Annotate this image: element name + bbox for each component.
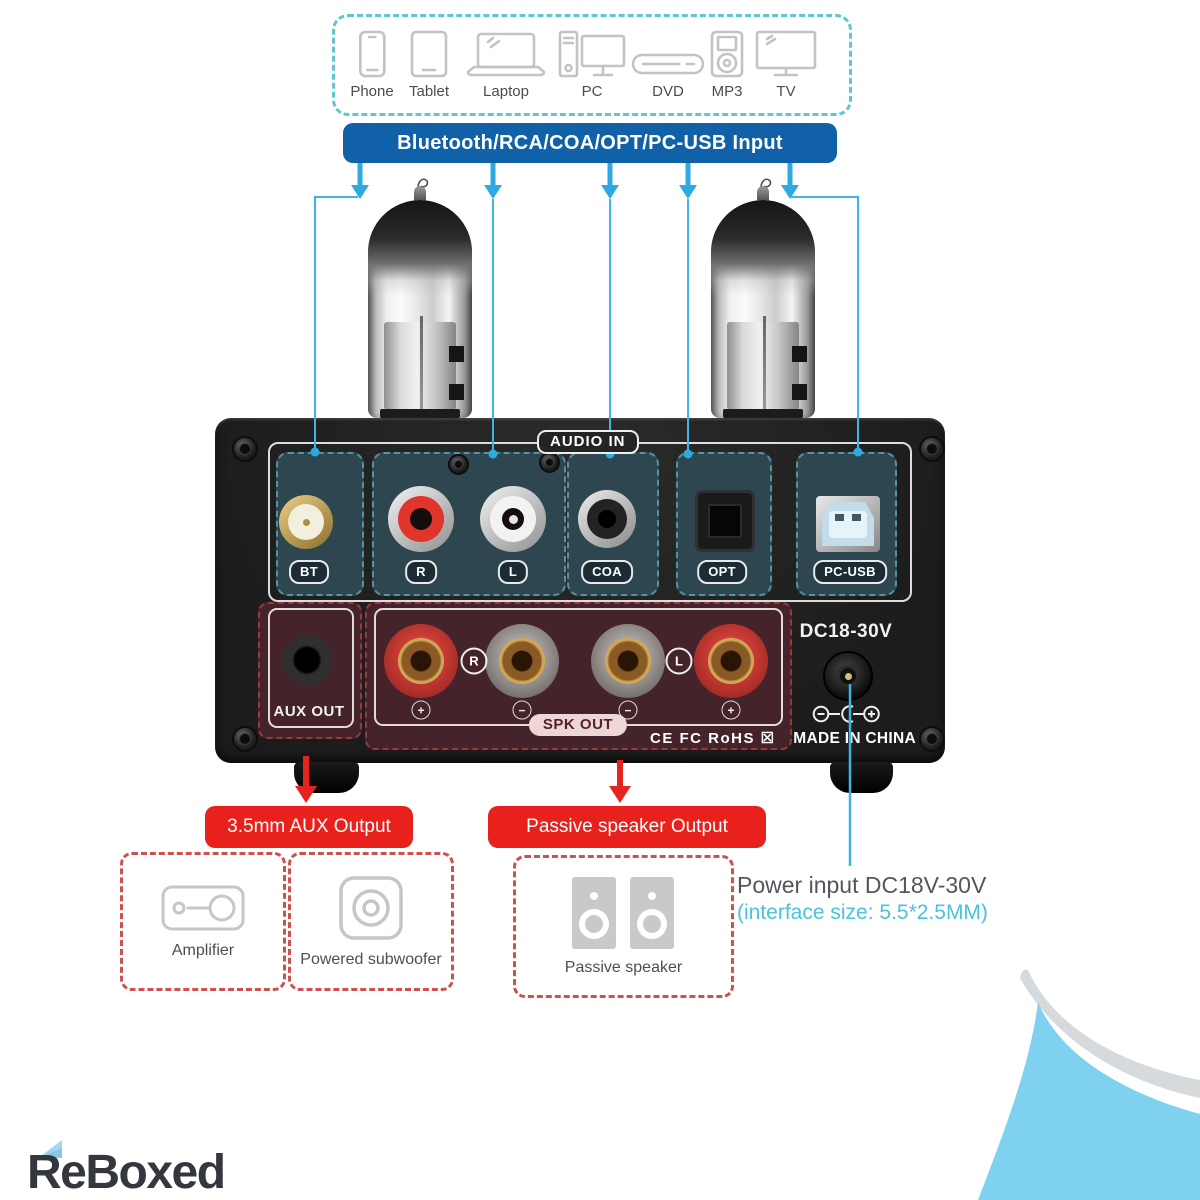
certification-row: CE FC RoHS ☒ MADE IN CHINA [650,729,916,748]
spk-post-sign: + [721,700,741,720]
bt-antenna-connector[interactable] [279,495,333,549]
spk-post-sign: − [512,700,532,720]
watermark: ReBoxed [27,1146,226,1199]
speaker-output-callout: Passive speaker Output [488,806,766,848]
target-label: Powered subwoofer [300,950,442,968]
power-input-note: (interface size: 5.5*2.5MM) [737,901,988,924]
source-devices-box [332,14,852,116]
subwoofer-icon [339,875,403,940]
pc-usb-zone [796,452,897,596]
pc-icon [558,30,626,78]
polarity-symbol-icon [812,705,880,723]
phone-icon [358,30,386,78]
dvd-icon [631,53,705,75]
aux-out-label: AUX OUT [273,703,345,720]
device-phone: Phone [350,24,394,100]
corner-screw [232,726,258,752]
pc-usb-port[interactable] [816,496,880,552]
vacuum-tube-left [368,178,472,422]
spk-post-right-positive[interactable] [384,624,458,698]
pc-usb-label: PC-USB [813,560,887,584]
bt-label: BT [289,560,329,584]
coaxial-label: COA [581,560,633,584]
device-label: Tablet [408,83,450,100]
spk-post-right-negative[interactable] [485,624,559,698]
device-label: Phone [350,83,394,100]
chassis-foot-right [830,762,893,793]
audio-in-title: AUDIO IN [537,430,639,454]
target-amplifier-box: Amplifier [120,852,286,991]
tube-getter-wire [417,178,429,193]
panel-screw [539,452,560,473]
rca-left-jack[interactable] [480,486,546,552]
made-in-label: MADE IN CHINA [793,730,916,747]
device-tablet: Tablet [409,24,449,100]
tv-icon [755,30,817,77]
page-curl-graphic [978,969,1200,1200]
watermark-accent-icon [38,1140,62,1158]
device-label: PC [581,83,603,100]
power-input-title: Power input DC18V-30V [737,872,987,898]
passive-speaker-icon [571,876,674,949]
vacuum-tube-right [711,178,815,422]
rca-right-jack[interactable] [388,486,454,552]
rca-right-label: R [405,560,437,584]
aux-out-jack[interactable] [282,635,332,685]
target-label: Amplifier [171,941,235,959]
optical-label: OPT [697,560,747,584]
rca-left-label: L [497,560,529,584]
coaxial-jack[interactable] [578,490,636,548]
spk-left-channel-mark: L [665,647,693,675]
tablet-icon [410,30,448,78]
amplifier-icon [161,885,245,930]
target-passive-speaker-box: Passive speaker [513,855,734,998]
spk-post-left-positive[interactable] [694,624,768,698]
spk-post-sign: + [411,700,431,720]
cert-marks: CE FC RoHS ☒ [650,730,776,747]
panel-screw [448,454,469,475]
optical-port[interactable] [695,490,755,552]
spk-post-left-negative[interactable] [591,624,665,698]
dc-input-label: DC18-30V [799,621,893,642]
corner-screw [232,436,258,462]
target-label: Passive speaker [564,958,683,976]
aux-out-frame [268,608,354,728]
corner-screw [919,436,945,462]
spk-out-label: SPK OUT [528,714,628,736]
corner-screw [919,726,945,752]
mp3-icon [710,30,744,78]
device-label: TV [776,83,796,100]
input-banner: Bluetooth/RCA/COA/OPT/PC-USB Input [343,123,837,163]
laptop-icon [466,32,546,77]
target-subwoofer-box: Powered subwoofer [288,852,454,991]
device-label: DVD [652,83,684,100]
device-label: Laptop [483,83,529,100]
device-pc: PC [558,24,626,100]
device-mp3: MP3 [710,24,744,100]
aux-output-callout: 3.5mm AUX Output [205,806,413,848]
input-banner-label: Bluetooth/RCA/COA/OPT/PC-USB Input [397,131,783,154]
spk-right-channel-mark: R [460,647,488,675]
dc-power-jack[interactable] [823,651,873,701]
device-laptop: Laptop [464,24,548,100]
device-label: MP3 [711,83,743,100]
spk-post-sign: − [618,700,638,720]
tube-getter-wire [760,178,772,193]
chassis-foot-left [294,762,359,793]
device-tv: TV [755,24,817,100]
device-dvd: DVD [631,24,705,100]
